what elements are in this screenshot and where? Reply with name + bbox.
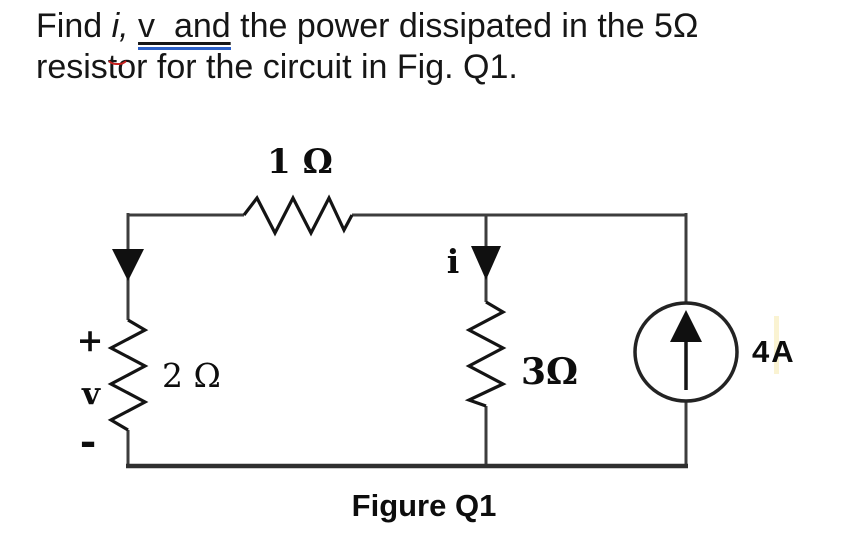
current-i-arrow-down-icon — [471, 246, 501, 280]
spellcheck-squiggle-icon — [105, 52, 130, 65]
resistor-1ohm-label: 1 Ω — [267, 142, 333, 182]
question-variable-i: i, — [111, 7, 129, 45]
current-source-circle — [633, 301, 739, 403]
voltage-v-label: v — [81, 376, 101, 412]
question-line-1: Find i, v and the power dissipated in th… — [36, 6, 816, 50]
highlight-stripe — [774, 316, 779, 374]
resistor-2ohm-label: 2 Ω — [162, 356, 221, 395]
current-source-arrow-up-icon — [670, 310, 702, 342]
question-line-2: resistor for the circuit in Fig. Q1. — [36, 48, 518, 86]
question-underlined-v-and: v and — [138, 7, 231, 50]
question-line1-rest: the power dissipated in the 5Ω — [230, 7, 699, 45]
figure-caption: Figure Q1 — [352, 488, 497, 523]
current-i-label: i — [447, 242, 460, 281]
question-text: Find i, v and the power dissipated in th… — [36, 6, 816, 88]
current-source-value-label: 4A — [752, 334, 796, 369]
resistor-3ohm-zigzag — [464, 300, 507, 408]
resistor-1ohm-zigzag — [242, 194, 354, 237]
left-branch-arrow-down-icon — [112, 249, 144, 281]
question-prefix: Find — [36, 7, 112, 45]
resistor-2ohm-zigzag — [107, 318, 149, 432]
voltage-plus-sign: + — [77, 321, 104, 359]
resistor-3ohm-label: 3Ω — [521, 351, 578, 393]
voltage-minus-sign: - — [80, 418, 97, 465]
